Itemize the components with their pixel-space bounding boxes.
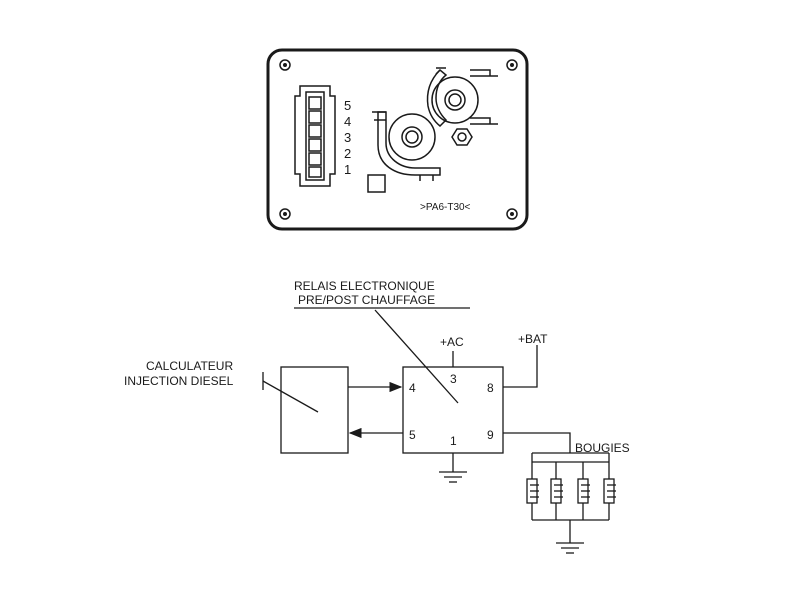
corner-screw [279, 59, 291, 71]
terminal-stud [372, 111, 441, 181]
connector-pin-label: 3 [344, 130, 351, 145]
ac-supply-label: +AC [440, 335, 464, 349]
relay-title-line2: PRE/POST CHAUFFAGE [298, 293, 435, 307]
module-connector [294, 85, 336, 187]
relay-pin-label: 4 [409, 381, 416, 395]
relay-pin-label: 9 [487, 428, 494, 442]
bat-supply-label: +BAT [518, 332, 548, 346]
ecu-box [280, 366, 349, 454]
module-housing [266, 48, 529, 231]
glow-plug-feed-line [503, 432, 571, 453]
connector-pin-label: 2 [344, 146, 351, 161]
relay-pin-label: 8 [487, 381, 494, 395]
relay-title-line1: RELAIS ELECTRONIQUE [294, 279, 435, 293]
part-code-label: >PA6-T30< [420, 202, 471, 213]
connector-pin-label: 5 [344, 98, 351, 113]
title-leader-line [374, 309, 459, 404]
relay-pin-label: 3 [450, 372, 457, 386]
terminal-stud [426, 67, 498, 128]
ecu-label-line2: INJECTION DIESEL [124, 374, 234, 388]
corner-screw [506, 208, 518, 220]
glow-plug-bank [526, 452, 616, 521]
relay-pin-label: 1 [450, 434, 457, 448]
connector-pin-labels: 5 4 3 2 1 [344, 98, 351, 177]
connector-pin-label: 4 [344, 114, 351, 129]
bat-supply-line [503, 345, 538, 388]
glow-plugs-label: BOUGIES [575, 441, 630, 455]
relay-module-drawing [266, 48, 529, 231]
relay-pin-label: 5 [409, 428, 416, 442]
ground-symbol [439, 453, 467, 483]
ecu-leader-line [262, 380, 319, 413]
ecu-label-line1: CALCULATEUR [146, 359, 233, 373]
module-square-mark [367, 174, 386, 193]
schematic [262, 307, 616, 554]
corner-screw [506, 59, 518, 71]
ground-symbol [556, 520, 584, 554]
corner-screw [279, 208, 291, 220]
hex-nut [451, 128, 473, 146]
connector-pin-label: 1 [344, 162, 351, 177]
